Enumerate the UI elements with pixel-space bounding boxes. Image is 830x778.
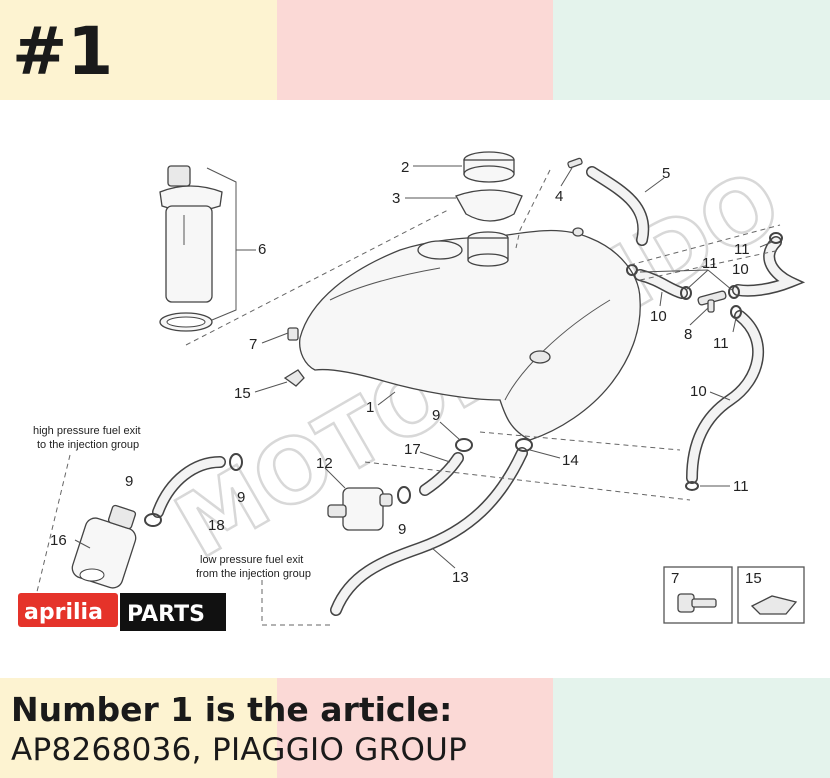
caption-title: Number 1 is the article: (11, 690, 453, 729)
callout-14: 14 (562, 452, 579, 469)
band-segment-pink (277, 678, 553, 778)
callout-9-d: 9 (398, 521, 406, 538)
band-segment-mint (553, 0, 830, 100)
callout-11-c: 11 (713, 335, 729, 352)
callout-13: 13 (452, 569, 469, 586)
callout-9-c: 9 (237, 489, 245, 506)
callout-8: 8 (684, 326, 692, 343)
callout-18: 18 (208, 517, 225, 534)
callout-1: 1 (366, 399, 374, 416)
callout-12: 12 (316, 455, 333, 472)
callout-9-b: 9 (125, 473, 133, 490)
hose-clamps (144, 232, 783, 527)
band-segment-mint (553, 678, 830, 778)
callout-10-b: 10 (732, 261, 749, 278)
filler-cap (463, 151, 515, 183)
exploded-parts-diagram: MOTOMUNDO (18, 149, 806, 631)
callout-10-a: 10 (650, 308, 667, 325)
filler-flange (455, 189, 523, 267)
band-segment-pink (277, 0, 553, 100)
screw-part (287, 327, 299, 341)
callout-11-d: 11 (733, 478, 749, 495)
aprilia-parts-logo: aprilia PARTS (18, 593, 226, 631)
bracket-part (283, 369, 305, 387)
note-high-pressure-2: to the injection group (37, 439, 139, 451)
note-low-pressure-2: from the injection group (196, 568, 311, 580)
callout-numbers: 2 3 4 5 6 7 15 1 9 17 12 14 11 10 11 8 1… (50, 159, 750, 586)
vent-valve (567, 157, 583, 169)
band-segment-yellow (0, 0, 277, 100)
flow-notes: high pressure fuel exit to the injection… (33, 425, 311, 580)
note-low-pressure-1: low pressure fuel exit (200, 554, 303, 566)
fuel-filter (327, 487, 393, 531)
top-color-band (0, 0, 830, 100)
svg-text:7: 7 (671, 570, 679, 587)
fuel-pump-assembly (159, 165, 256, 332)
callout-16: 16 (50, 532, 67, 549)
callout-6: 6 (258, 241, 266, 258)
inset-screw: 7 (663, 566, 733, 624)
callout-5: 5 (662, 165, 670, 182)
callout-3: 3 (392, 190, 400, 207)
article-number: AP8268036, PIAGGIO GROUP (11, 732, 468, 768)
fuel-tank (299, 227, 641, 441)
band-segment-yellow (0, 678, 277, 778)
callout-11-b: 11 (702, 255, 718, 272)
callout-11-a: 11 (734, 241, 750, 258)
hoses (152, 166, 806, 616)
callout-7: 7 (249, 336, 257, 353)
svg-text:15: 15 (745, 570, 762, 587)
svg-text:aprilia: aprilia (24, 600, 103, 625)
note-high-pressure-1: high pressure fuel exit (33, 425, 141, 437)
tee-connector (697, 290, 727, 313)
callout-2: 2 (401, 159, 409, 176)
bottom-color-band (0, 678, 830, 778)
inset-bracket: 15 (737, 566, 805, 624)
callout-4: 4 (555, 188, 563, 205)
callout-10-c: 10 (690, 383, 707, 400)
fuel-pump (71, 504, 137, 589)
part-number-badge: #1 (12, 13, 114, 90)
callout-17: 17 (404, 441, 421, 458)
callout-leaders (74, 165, 773, 569)
svg-text:PARTS: PARTS (127, 602, 205, 627)
callout-9-a: 9 (432, 407, 440, 424)
callout-15: 15 (234, 385, 251, 402)
